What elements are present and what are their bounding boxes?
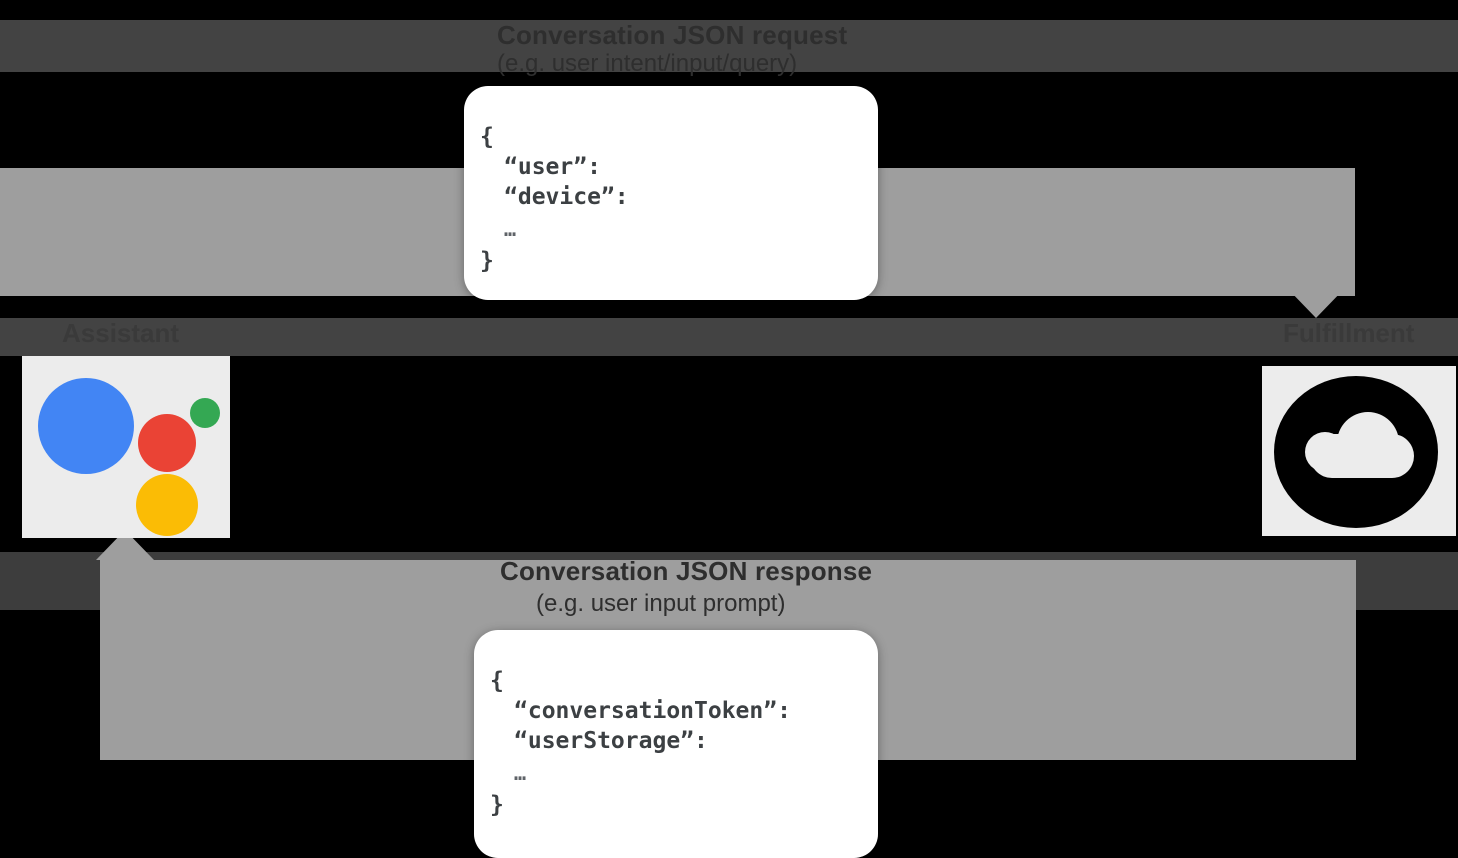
json-line: { [490, 668, 504, 694]
json-line: } [480, 248, 494, 274]
request-flow-arrow-corner [1259, 168, 1355, 296]
cloud-icon-puff-large [1337, 412, 1399, 474]
request-flow-subtitle: (e.g. user intent/input/query) [497, 50, 798, 77]
json-line: { [480, 124, 494, 150]
conversation-json-request-card: { “user”: “device”: … } [464, 86, 878, 300]
json-line: } [490, 792, 504, 818]
node-label-rail [0, 318, 1458, 356]
request-flow-title: Conversation JSON request [497, 20, 848, 50]
json-line: “userStorage”: [514, 728, 708, 754]
response-flow-arrow-corner [100, 560, 160, 760]
json-line-ellipsis: … [514, 761, 527, 785]
cloud-icon-puff-small [1305, 432, 1345, 472]
fulfillment-node-label: Fulfillment [1283, 318, 1415, 348]
google-assistant-icon-yellow-dot [136, 474, 198, 536]
json-line: “device”: [504, 184, 629, 210]
google-assistant-icon-green-dot [190, 398, 220, 428]
json-line-ellipsis: … [504, 217, 517, 241]
request-flow-arrowhead-icon [1287, 288, 1345, 318]
json-line: “user”: [504, 154, 601, 180]
response-flow-title: Conversation JSON response [500, 556, 873, 586]
google-assistant-icon-red-dot [138, 414, 196, 472]
request-label-rail [0, 20, 1458, 72]
response-flow-subtitle: (e.g. user input prompt) [536, 590, 786, 617]
google-assistant-icon-blue-dot [38, 378, 134, 474]
conversation-json-response-card: { “conversationToken”: “userStorage”: … … [474, 630, 878, 858]
json-line: “conversationToken”: [514, 698, 791, 724]
assistant-node-label: Assistant [62, 318, 180, 348]
